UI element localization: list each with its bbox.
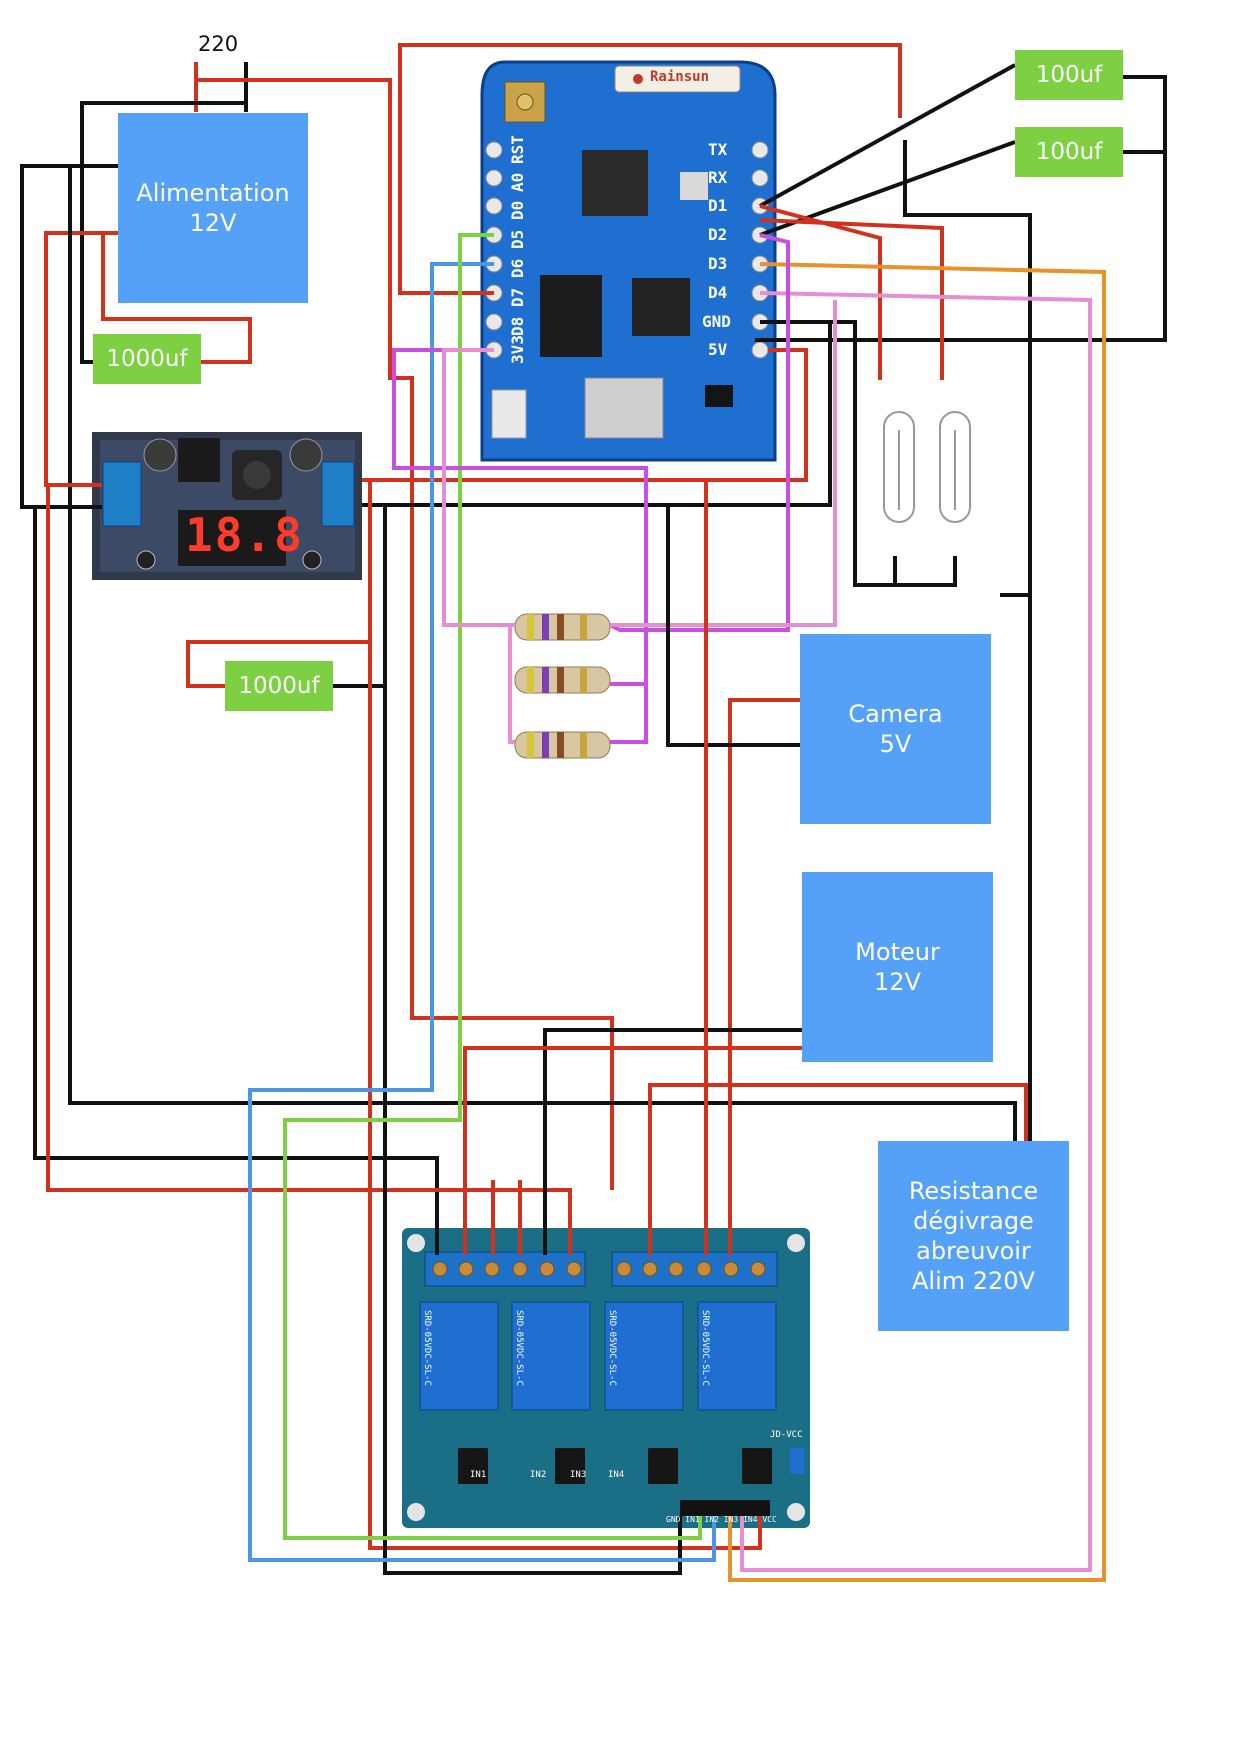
wemos-pin-label-tx: TX [708, 140, 728, 159]
relay-4-text: SRD-05VDC-SL-C [700, 1310, 710, 1386]
resistors [514, 613, 611, 759]
wire-black-38 [666, 505, 802, 747]
wire-red-40 [463, 1046, 802, 1255]
wemos-pin-label-3v3: 3V3 [508, 335, 527, 364]
wemos-pin-label-d2: D2 [708, 225, 728, 244]
wire-red-4 [196, 78, 614, 1190]
wemos-pin-label-5v: 5V [708, 340, 728, 359]
wire-black-31 [760, 320, 897, 587]
capacitor-1000uf-top: 1000uf [93, 334, 201, 384]
relay-3-text: SRD-05VDC-SL-C [607, 1310, 617, 1386]
relay-module-title: 4 relay module [388, 1285, 403, 1395]
wire-black-8 [68, 166, 1017, 1141]
relay-1-text: SRD-05VDC-SL-C [422, 1310, 432, 1386]
relay-2-text: SRD-05VDC-SL-C [514, 1310, 524, 1386]
buck-display: 18.8 [185, 508, 304, 562]
wire-pink-34 [740, 291, 1092, 1572]
wire-blue-18 [248, 262, 716, 1562]
mains-label: 220 [198, 32, 239, 56]
capacitor-100uf-top: 100uf [1015, 50, 1123, 100]
wire-black-39 [543, 1028, 802, 1255]
wire-black-28 [903, 140, 1032, 597]
wire-green-19 [283, 233, 702, 1540]
heater-block: Resistance dégivrage abreuvoir Alim 220V [878, 1141, 1069, 1331]
wire-red-7 [101, 233, 252, 364]
wemos-pin-label-d0: D0 [508, 200, 527, 220]
wire-black-26 [755, 75, 1167, 342]
relay-module-board [402, 1228, 810, 1528]
wire-black-25 [759, 140, 1016, 237]
wemos-pin-label-rx: RX [708, 168, 728, 187]
wire-orange-33 [728, 262, 1106, 1582]
relay-input-label-2: IN2 [530, 1470, 547, 1480]
wemos-pin-label-d1: D1 [708, 196, 728, 215]
resistor-2 [514, 666, 611, 694]
camera-block: Camera 5V [800, 634, 991, 824]
wire-red-29 [759, 204, 882, 380]
power-supply-block: Alimentation 12V [118, 113, 308, 303]
wemos-pin-label-d4: D4 [708, 283, 728, 302]
wire-black-32 [855, 556, 957, 587]
wire-layer [20, 43, 1167, 1582]
wemos-pin-label-rst: RST [508, 135, 527, 164]
wemos-pin-label-d7: D7 [508, 287, 527, 307]
wemos-d1-mini-board [480, 60, 777, 462]
wire-black-11 [33, 505, 439, 1255]
wemos-pin-label-d6: D6 [508, 258, 527, 278]
board-brand: Rainsun [650, 69, 710, 85]
resistor-3 [514, 731, 611, 759]
capacitor-100uf-bottom: 100uf [1015, 127, 1123, 177]
wemos-pin-label-a0: A0 [508, 172, 527, 192]
wire-red-12 [46, 483, 572, 1255]
resistor-1 [514, 613, 611, 641]
wire-purple-20 [392, 348, 648, 744]
wemos-pin-label-d8: D8 [508, 316, 527, 336]
wire-black-16 [383, 686, 682, 1575]
wire-red-37 [728, 698, 802, 1255]
relay-jumper-label: JD-VCC [770, 1430, 803, 1440]
wire-black-24 [759, 63, 1016, 208]
relay-input-label-3: IN3 [570, 1470, 587, 1480]
wire-red-30 [759, 218, 944, 380]
wire-pink-36 [610, 300, 837, 627]
wemos-pin-label-d3: D3 [708, 254, 728, 273]
motor-block: Moteur 12V [802, 872, 993, 1062]
wire-purple-35 [609, 233, 790, 632]
relay-input-label-4: IN4 [608, 1470, 625, 1480]
reed-switches [883, 411, 971, 523]
wire-pink-22 [442, 348, 515, 627]
buck-converter-module [92, 432, 362, 580]
wire-red-41 [648, 1083, 1028, 1255]
relay-header-label: GND IN1 IN2 IN3 IN4 VCC [666, 1515, 777, 1524]
wire-red-13 [186, 480, 372, 688]
relay-input-label-1: IN1 [470, 1470, 487, 1480]
capacitor-1000uf-bottom: 1000uf [225, 661, 333, 711]
wire-red-15 [368, 642, 762, 1550]
wire-pink-23 [508, 623, 515, 744]
wemos-pin-label-d5: D5 [508, 229, 527, 249]
wemos-pin-label-gnd: GND [702, 312, 731, 331]
